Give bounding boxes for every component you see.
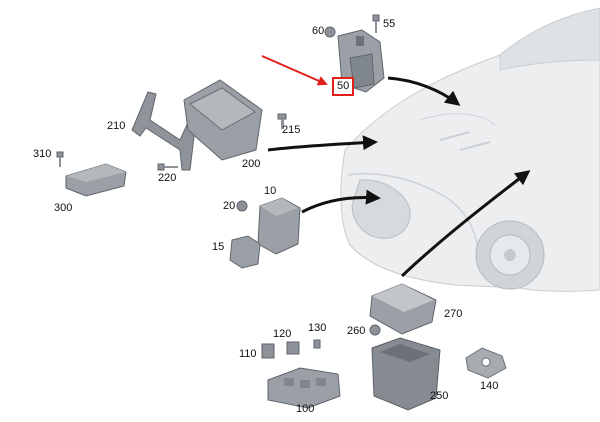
- callout-210: 210: [107, 120, 126, 132]
- part-100-fuse-block: [267, 367, 341, 409]
- part-20-nut: [236, 200, 248, 212]
- part-10-module: [257, 197, 301, 255]
- callout-110: 110: [239, 348, 257, 360]
- part-300-module: [65, 163, 127, 197]
- arrows: [261, 55, 531, 278]
- callout-300: 300: [54, 202, 73, 214]
- callout-55: 55: [383, 18, 396, 30]
- callout-130: 130: [308, 322, 327, 334]
- callout-270: 270: [444, 308, 463, 320]
- callout-120: 120: [273, 328, 292, 340]
- callout-50-highlighted: 50: [332, 77, 355, 96]
- part-140-clip: [465, 347, 507, 379]
- part-200-control-unit: [183, 79, 263, 161]
- wheel-illustration: [475, 220, 545, 290]
- part-215-bolt: [277, 113, 287, 129]
- callout-20: 20: [223, 200, 236, 212]
- callout-220: 220: [158, 172, 177, 184]
- callout-10: 10: [264, 185, 277, 197]
- callout-140: 140: [480, 380, 499, 392]
- callout-310: 310: [33, 148, 52, 160]
- callout-260: 260: [347, 325, 366, 337]
- car-front-illustration: [340, 7, 600, 292]
- callout-15: 15: [212, 241, 225, 253]
- part-55-bolt: [372, 14, 380, 33]
- part-15-module: [229, 235, 261, 269]
- part-310-bolt: [56, 151, 64, 167]
- part-120-relay: [286, 341, 300, 355]
- part-60-nut: [324, 26, 336, 38]
- part-220-bolt: [157, 163, 178, 171]
- callout-215: 215: [282, 124, 301, 136]
- part-260-nut: [369, 324, 381, 336]
- part-110-relay: [261, 343, 275, 359]
- callout-100: 100: [296, 403, 315, 415]
- part-270-cover: [369, 283, 437, 335]
- callout-60: 60: [312, 25, 325, 37]
- part-250-box: [371, 337, 441, 411]
- callout-250: 250: [430, 390, 449, 402]
- part-130-fuse: [313, 339, 321, 349]
- callout-200: 200: [242, 158, 261, 170]
